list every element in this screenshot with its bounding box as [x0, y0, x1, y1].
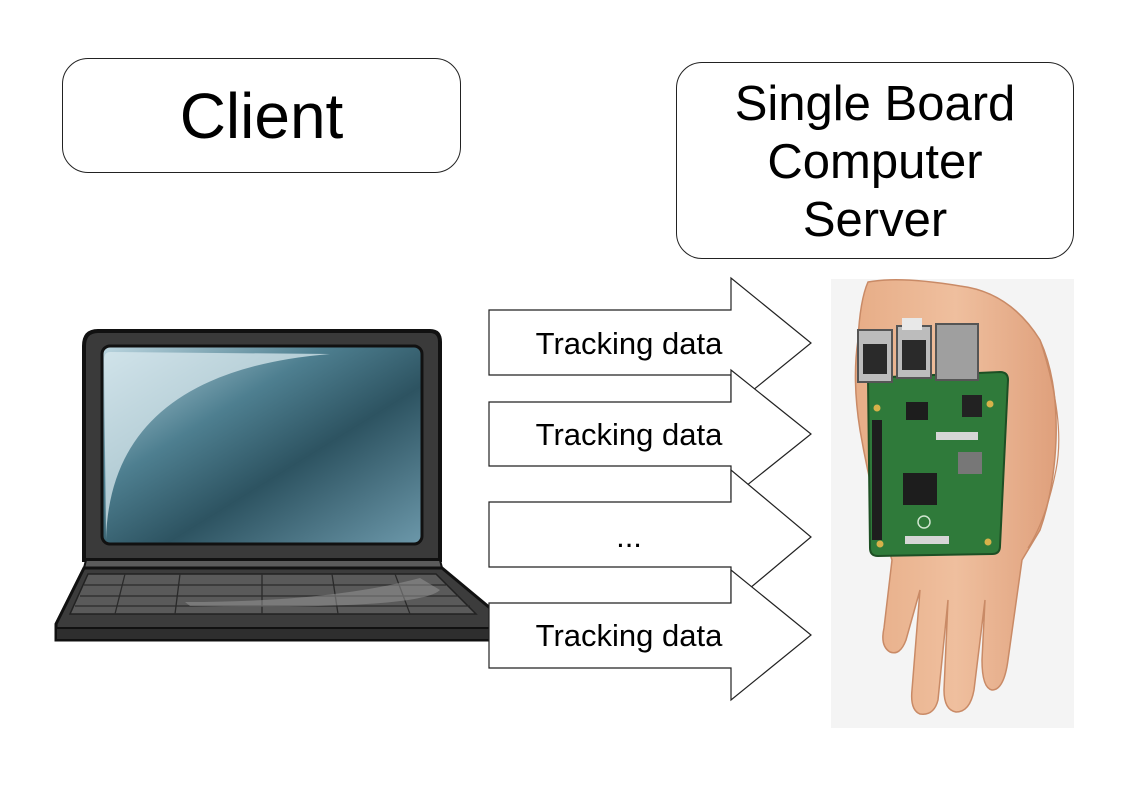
arrow-label: Tracking data	[536, 417, 723, 452]
client-box: Client	[62, 58, 461, 173]
arrow-label: Tracking data	[536, 326, 723, 361]
single-board-computer-photo	[831, 279, 1074, 728]
arrow-label: ...	[616, 519, 642, 554]
arrow: ...	[488, 468, 812, 606]
circuit-board-icon	[857, 318, 1010, 558]
laptop-icon	[54, 329, 492, 642]
arrow: Tracking data	[488, 276, 812, 410]
arrow: Tracking data	[488, 568, 812, 702]
server-title: Single Board Computer Server	[735, 75, 1016, 249]
arrow: Tracking data	[488, 368, 812, 500]
server-title-line: Computer	[767, 134, 983, 189]
server-box: Single Board Computer Server	[676, 62, 1074, 259]
arrow-label: Tracking data	[536, 618, 723, 653]
client-title: Client	[179, 79, 344, 152]
server-title-line: Server	[802, 192, 948, 247]
server-title-line: Single Board	[734, 76, 1016, 131]
